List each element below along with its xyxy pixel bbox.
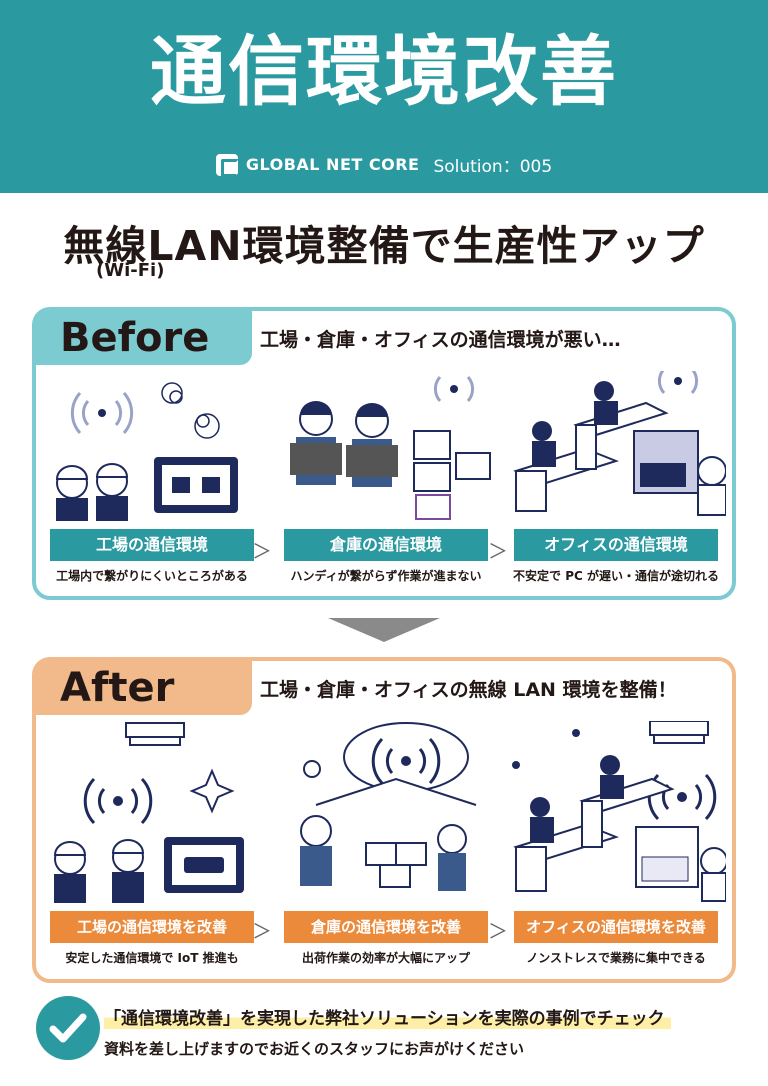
after-tag: After [36, 661, 252, 715]
after-warehouse: 倉庫の通信環境を改善 出荷作業の効率が大幅にアップ [276, 721, 496, 965]
office-illustration [506, 720, 728, 903]
before-tag: Before [36, 311, 252, 365]
monitor-disconnected-icon [154, 457, 238, 513]
cta-line-2: 資料を差し上げますのでお近くのスタッフにお声がけください [104, 1040, 525, 1058]
before-caption-warehouse: 倉庫の通信環境 [284, 529, 488, 561]
before-caption-factory: 工場の通信環境 [50, 529, 254, 561]
boxes-icon [365, 842, 427, 888]
before-subtitle: 工場・倉庫・オフィスの通信環境が悪い… [260, 329, 621, 351]
video-call-screen-icon [635, 826, 728, 902]
warehouse-illustration [276, 721, 496, 903]
headline: 無線LAN環境整備で生産性アップ [63, 222, 705, 270]
wifi-signal-icon [657, 368, 699, 394]
arrow-right-icon: ＞ [488, 539, 508, 563]
cta-line-1: 「通信環境改善」を実現した弊社ソリューションを実際の事例でチェック [104, 1004, 671, 1029]
workers-icon [53, 839, 145, 903]
sparkle-icon [189, 768, 235, 814]
desks-icon [513, 777, 675, 892]
warehouse-shelf-icon [315, 777, 477, 806]
wifi-signal-icon [70, 392, 134, 434]
header-banner: 通信環境改善 GLOBAL NET CORE Solution：005 [0, 0, 768, 193]
before-office: オフィスの通信環境 不安定で PC が遅い・通信が途切れる [506, 368, 727, 583]
access-point-icon [649, 720, 709, 744]
after-caption-warehouse: 倉庫の通信環境を改善 [284, 911, 488, 943]
before-caption-office: オフィスの通信環境 [514, 529, 718, 561]
monitor-connected-icon [164, 837, 244, 893]
after-desc-office: ノンストレスで業務に集中できる [526, 951, 706, 965]
down-arrow-icon [328, 618, 440, 642]
after-desc-factory: 安定した通信環境で IoT 推進も [65, 951, 239, 965]
wifi-signal-icon [433, 376, 475, 402]
desks-icon [513, 401, 669, 512]
before-desc-factory: 工場内で繋がりにくいところがある [56, 569, 248, 583]
arrow-right-icon: ＞ [252, 539, 272, 563]
after-caption-factory: 工場の通信環境を改善 [50, 911, 254, 943]
after-panel: After 工場・倉庫・オフィスの無線 LAN 環境を整備！ [32, 657, 736, 983]
arrow-right-icon: ＞ [252, 919, 272, 943]
after-office: オフィスの通信環境を改善 ノンストレスで業務に集中できる [506, 720, 728, 965]
wifi-note: (Wi-Fi) [96, 260, 165, 281]
tangled-cable-icon [161, 382, 220, 439]
office-illustration [506, 368, 727, 521]
after-caption-office: オフィスの通信環境を改善 [514, 911, 718, 943]
sun-icon [303, 760, 321, 778]
factory-illustration [42, 371, 262, 521]
wifi-signal-icon [83, 777, 153, 825]
video-call-screen-icon [633, 430, 727, 516]
brand-name: GLOBAL NET CORE [245, 155, 420, 174]
factory-illustration [42, 721, 262, 903]
after-desc-warehouse: 出荷作業の効率が大幅にアップ [301, 951, 470, 965]
wifi-signal-icon [371, 737, 441, 785]
before-warehouse: 倉庫の通信環境 ハンディが繋がらず作業が進まない [276, 371, 496, 583]
before-panel: Before 工場・倉庫・オフィスの通信環境が悪い… [32, 307, 736, 600]
workers-icon [55, 463, 129, 521]
office-workers-icon [530, 755, 624, 843]
before-factory: 工場の通信環境 工場内で繋がりにくいところがある [42, 371, 262, 583]
before-desc-office: 不安定で PC が遅い・通信が途切れる [513, 569, 719, 583]
workers-icon [290, 401, 398, 487]
brand-logo-icon [215, 153, 239, 177]
after-subtitle: 工場・倉庫・オフィスの無線 LAN 環境を整備！ [260, 679, 677, 701]
warehouse-illustration [276, 371, 496, 521]
check-icon [36, 996, 100, 1060]
office-workers-icon [532, 381, 618, 467]
after-factory: 工場の通信環境を改善 安定した通信環境で IoT 推進も [42, 721, 262, 965]
boxes-icon [413, 430, 491, 520]
arrow-right-icon: ＞ [488, 919, 508, 943]
brand-row: GLOBAL NET CORE Solution：005 [0, 152, 768, 177]
page-title: 通信環境改善 [150, 27, 618, 116]
workers-icon [300, 815, 467, 891]
access-point-icon [125, 722, 185, 746]
before-desc-warehouse: ハンディが繋がらず作業が進まない [290, 569, 482, 583]
solution-number: Solution：005 [433, 157, 553, 177]
music-note-icon [512, 729, 580, 769]
